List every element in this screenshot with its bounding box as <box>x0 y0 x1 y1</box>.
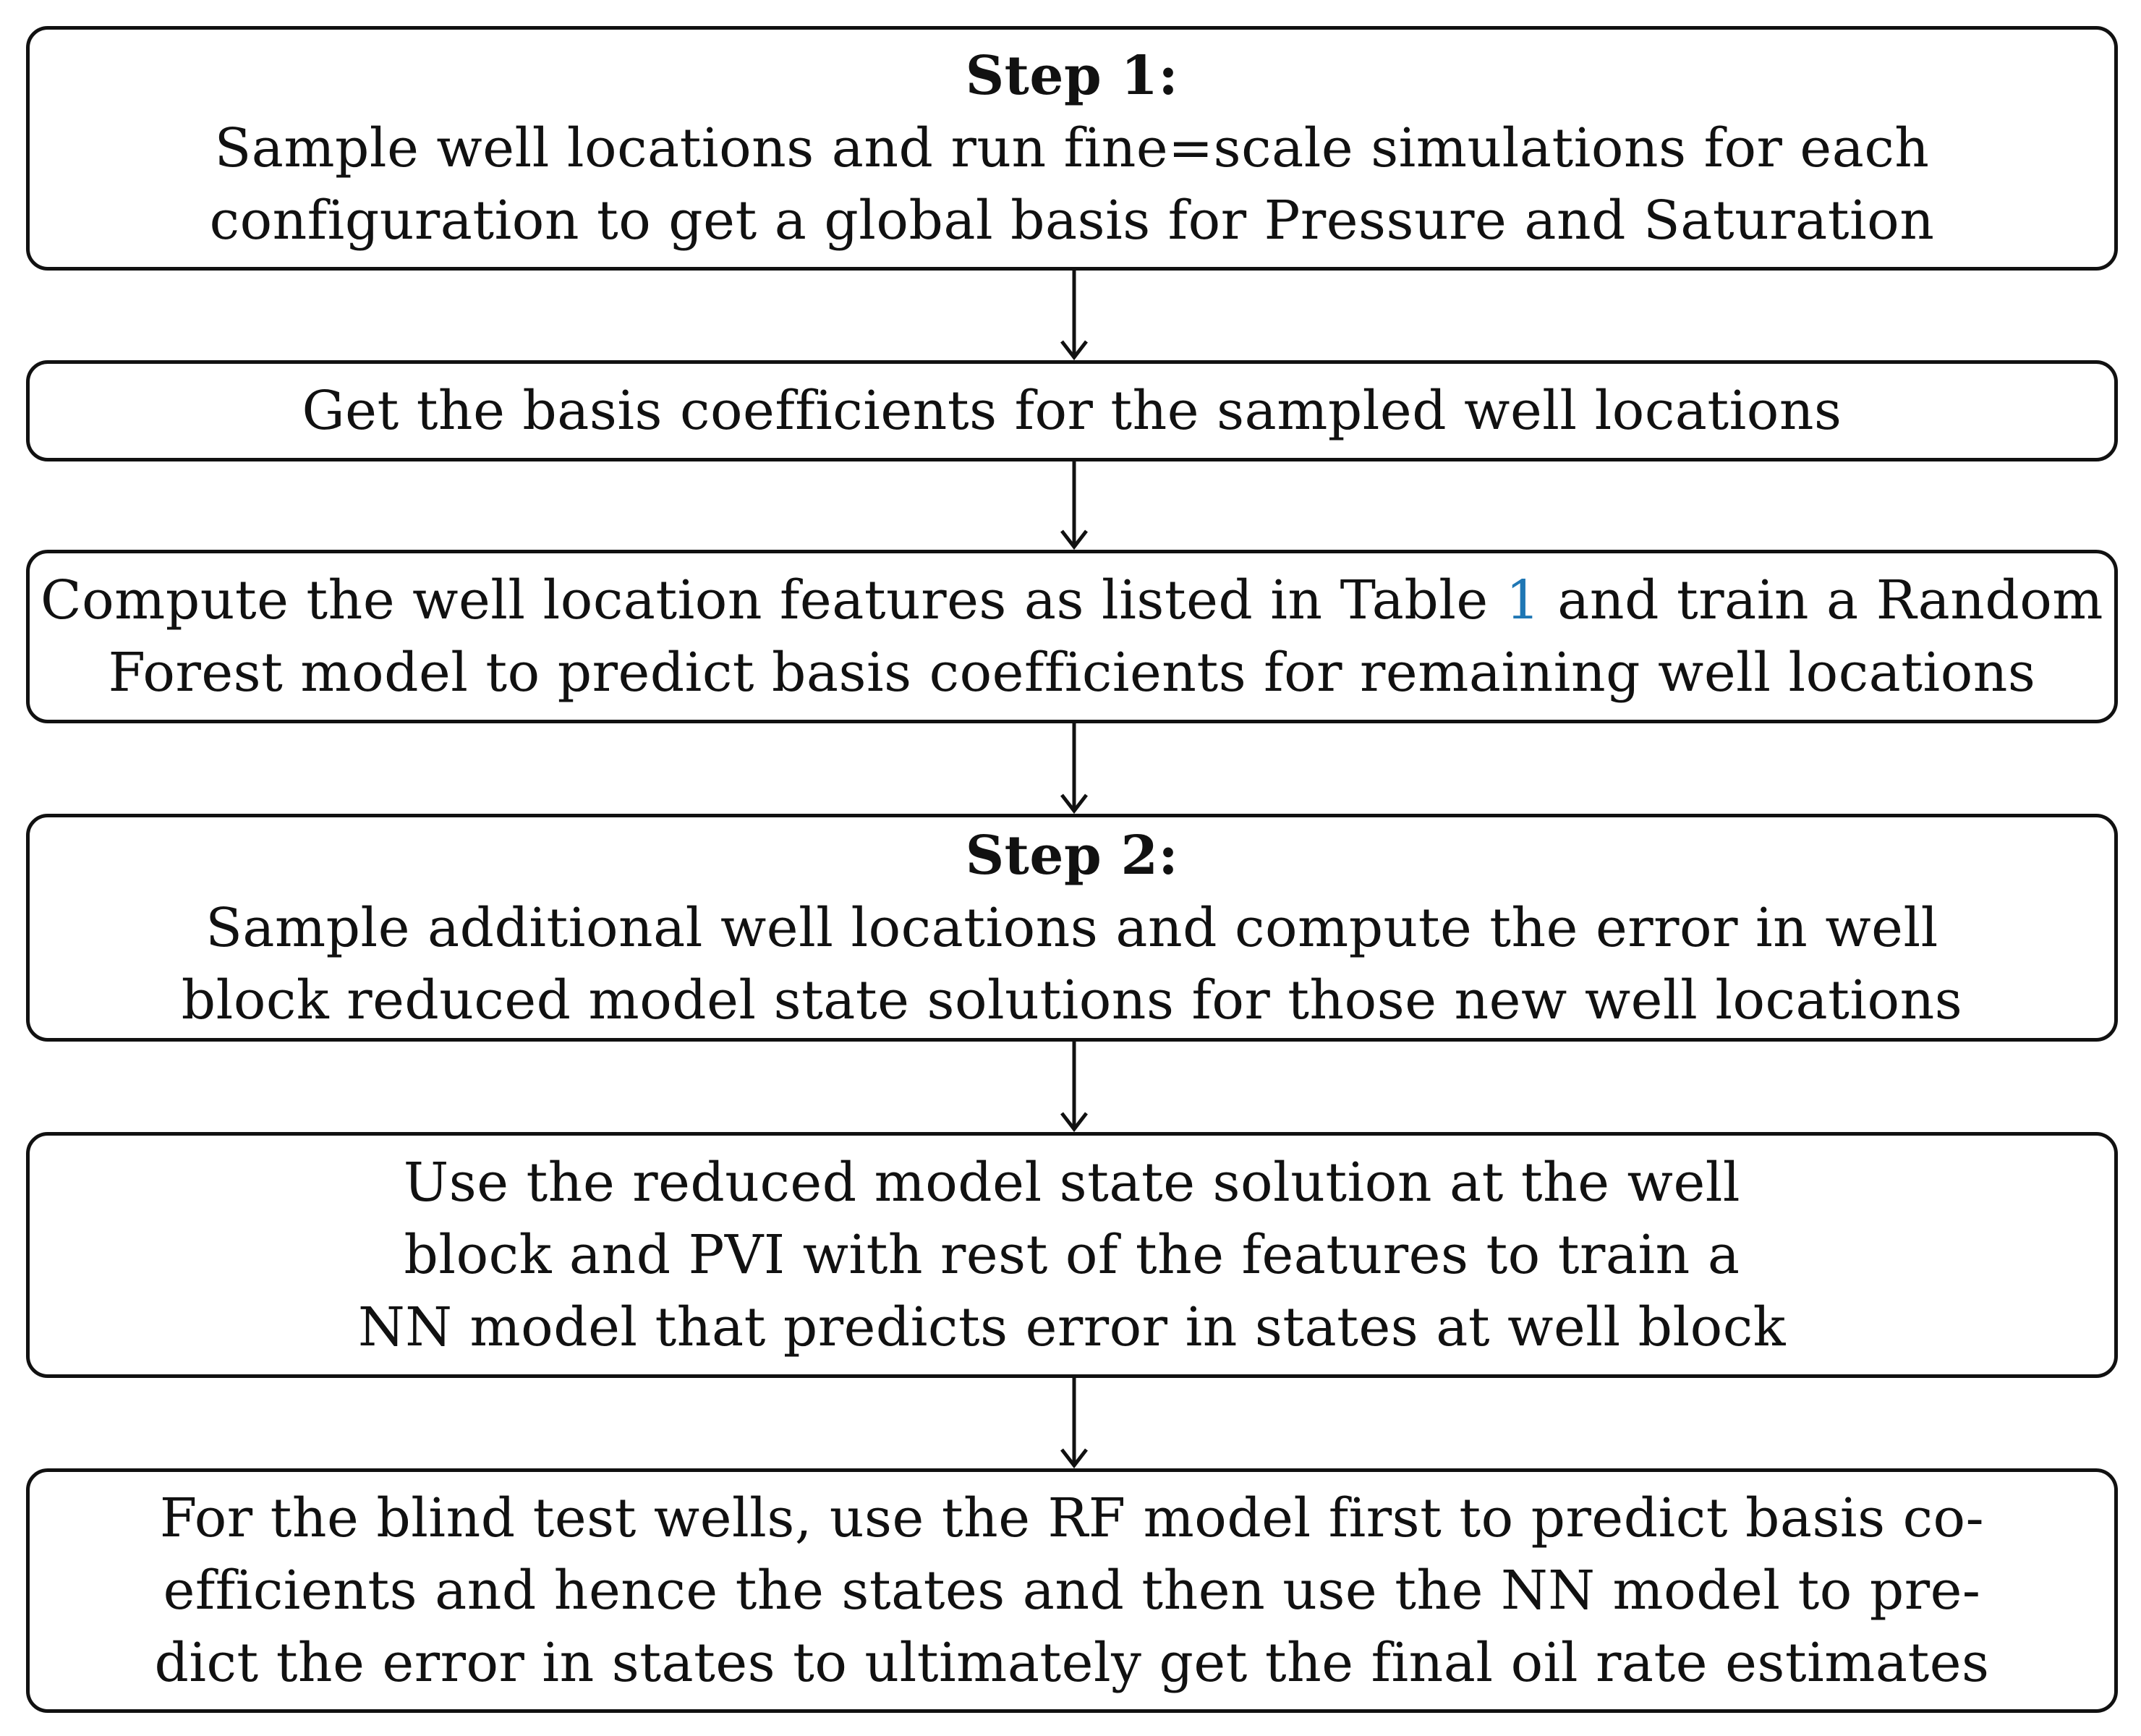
step-1-line-2: configuration to get a global basis for … <box>209 190 1935 252</box>
nn-training-line-2: block and PVI with rest of the features … <box>404 1224 1740 1286</box>
step-2-line-1: Sample additional well locations and com… <box>205 896 1938 959</box>
random-forest-line-2: Forest model to predict basis coefficien… <box>108 642 2036 704</box>
step-1-box: Step 1: Sample well locations and run fi… <box>26 26 2118 271</box>
random-forest-box: Compute the well location features as li… <box>26 550 2118 723</box>
random-forest-line-1-end: and train a Random <box>1540 569 2103 631</box>
arrow-3-to-4 <box>1060 723 1088 814</box>
basis-coefficients-line-1: Get the basis coefficients for the sampl… <box>302 380 1842 442</box>
nn-training-box: Use the reduced model state solution at … <box>26 1132 2118 1378</box>
nn-training-line-1: Use the reduced model state solution at … <box>403 1152 1741 1214</box>
step-2-line-2: block reduced model state solutions for … <box>181 969 1963 1031</box>
step-1-line-1: Sample well locations and run fine=scale… <box>214 117 1930 179</box>
arrow-2-to-3 <box>1060 461 1088 550</box>
blind-test-line-1: For the blind test wells, use the RF mod… <box>159 1487 1985 1549</box>
table-reference-link[interactable]: 1 <box>1505 569 1541 631</box>
arrow-4-to-5 <box>1060 1042 1088 1133</box>
random-forest-line-1-start: Compute the well location features as li… <box>41 569 1506 631</box>
blind-test-box: For the blind test wells, use the RF mod… <box>26 1468 2118 1713</box>
step-2-title: Step 2: <box>965 824 1179 887</box>
blind-test-line-3: dict the error in states to ultimately g… <box>154 1632 1990 1694</box>
nn-training-line-3: NN model that predicts error in states a… <box>357 1296 1787 1358</box>
basis-coefficients-box: Get the basis coefficients for the sampl… <box>26 360 2118 461</box>
step-1-title: Step 1: <box>965 45 1179 107</box>
arrow-5-to-6 <box>1060 1378 1088 1469</box>
random-forest-line-1: Compute the well location features as li… <box>41 564 2103 637</box>
blind-test-line-2: efficients and hence the states and then… <box>163 1560 1981 1622</box>
arrow-1-to-2 <box>1060 271 1088 361</box>
step-2-box: Step 2: Sample additional well locations… <box>26 814 2118 1042</box>
